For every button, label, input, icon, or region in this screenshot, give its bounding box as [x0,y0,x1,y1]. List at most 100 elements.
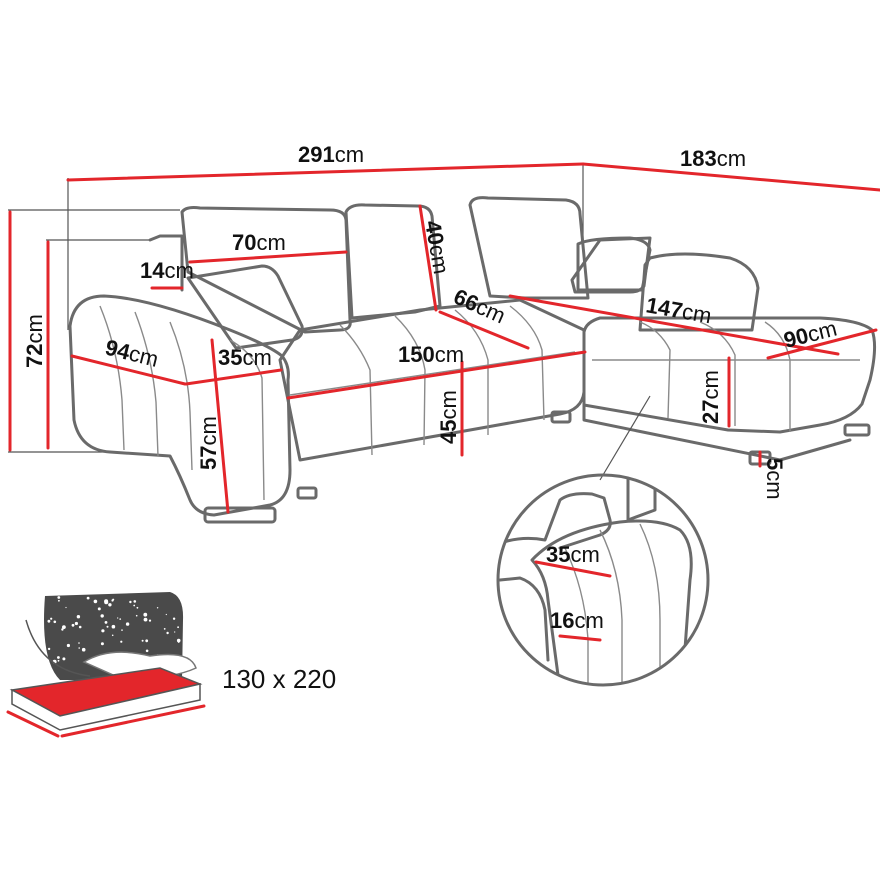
star [111,599,114,602]
label-leg-height: 5cm [762,458,787,500]
star [57,656,60,659]
star [101,629,105,633]
label-armrest-above: 14cm [140,258,194,283]
foot-corner [550,410,572,424]
star [47,647,51,651]
label-total-width: 291cm [298,142,364,167]
dim-line-chaise-seat-length [508,294,840,356]
star [47,619,51,623]
star [81,647,86,652]
star [108,603,112,607]
label-seat-width: 150cm [398,342,464,367]
bed-function-icon [6,592,206,738]
label-detail-front: 16cm [550,608,604,633]
main-seat [278,298,586,462]
star [53,620,57,624]
label-armrest-height: 57cm [196,416,221,470]
star [104,599,109,604]
label-detail-top: 35cm [546,542,600,567]
dimension-labels: 291cm 183cm 72cm 70cm 40cm 14cm 94cm 35c… [22,142,839,500]
foot-middle [296,486,318,500]
dim-line-detail-top [534,560,612,578]
dim-line-bed-length [60,704,206,738]
star [172,617,176,620]
label-armrest-depth: 94cm [103,335,161,372]
label-seat-depth: 66cm [450,284,509,329]
foot-front-left [203,506,277,524]
back-cushion-small [576,236,652,292]
star [111,624,116,629]
star [86,596,90,600]
foot-chaise-right [843,423,871,437]
dim-line-chaise-width [766,328,878,360]
dim-line-back-cushion-height [418,204,438,312]
label-armrest-width: 35cm [218,345,272,370]
star [78,647,80,649]
star [65,606,67,609]
overall-width-guide [66,162,880,330]
dim-line-armrest-depth [70,354,187,386]
bed-size-label: 130 x 220 [222,664,336,694]
dim-line-back-cushion-width [188,250,348,264]
star [141,639,144,642]
star [133,600,137,603]
star [119,618,121,620]
star [78,625,82,629]
star [106,625,109,628]
label-back-cushion-height: 40cm [420,219,454,276]
label-total-height: 72cm [22,314,47,368]
star [66,643,70,648]
star [133,604,136,607]
dim-line-detail-front [558,634,602,642]
star [136,606,139,609]
star [93,599,98,604]
armrest-left [68,294,292,517]
armrest-detail-magnifier: 35cm 16cm [496,395,710,687]
back-cushion-corner [468,196,590,300]
star [50,617,53,620]
star [62,657,66,661]
dim-line-seat-width [286,350,587,400]
star [100,642,104,646]
dim-line-total-width [66,162,585,182]
label-back-cushion-width: 70cm [232,230,286,255]
star [145,649,149,653]
star [71,623,75,627]
dim-line-armrest-width [184,368,283,386]
star [148,619,152,622]
star [156,607,159,609]
star [165,613,167,616]
star [61,628,64,631]
chaise-armrest [638,252,760,332]
star [57,596,61,599]
star [97,607,101,611]
star [145,639,149,643]
star [78,642,80,644]
dim-line-seat-depth [438,310,530,350]
star [174,631,176,633]
dimension-lines [70,204,878,514]
corner-sofa [68,196,877,524]
star [176,638,181,643]
star [74,621,78,626]
star [76,615,81,619]
star [177,626,180,629]
star [143,612,148,617]
star [111,634,114,637]
star [177,641,180,643]
back-cushion-left [180,206,352,334]
star [100,614,104,618]
star [57,659,60,662]
star [104,621,108,624]
chaise-seat [582,316,877,434]
dim-line-chaise-length [581,162,880,192]
star [58,599,60,602]
star [125,622,130,626]
star [129,600,132,604]
star [163,628,166,630]
star [62,625,66,629]
star [120,640,123,643]
star [143,617,148,622]
star [166,631,169,635]
